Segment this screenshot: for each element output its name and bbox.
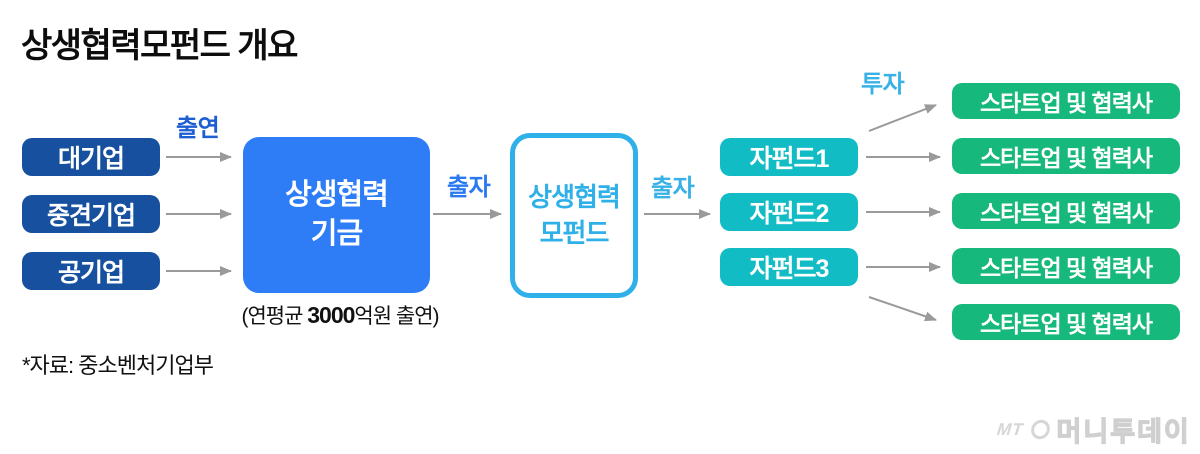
- label-investment-left: 출자: [447, 174, 491, 201]
- mother-fund-box: 상생협력 모펀드: [510, 133, 638, 298]
- sub-fund-box-1: 자펀드1: [720, 138, 858, 176]
- target-box-1: 스타트업 및 협력사: [952, 83, 1180, 119]
- fund-caption: (연평균 3000억원 출연): [228, 300, 452, 330]
- target-box-4: 스타트업 및 협력사: [952, 248, 1180, 284]
- label-invest: 투자: [861, 71, 905, 98]
- sub-fund-box-3: 자펀드3: [720, 248, 858, 286]
- arrow-subfund1-to-target1: [868, 104, 937, 132]
- mother-fund-line2: 모펀드: [539, 217, 610, 248]
- label-contribution: 출연: [176, 115, 220, 142]
- source-note: *자료: 중소벤처기업부: [22, 353, 214, 378]
- source-box-large-company: 대기업: [22, 138, 160, 176]
- mother-fund-line1: 상생협력: [528, 182, 621, 213]
- logo-name-text: 머니투데이: [1056, 416, 1191, 447]
- fund-line1: 상생협력: [285, 178, 389, 211]
- source-box-public-company: 공기업: [22, 252, 160, 290]
- fund-line2: 기금: [310, 218, 363, 250]
- label-investment-right: 출자: [651, 175, 695, 202]
- target-box-3: 스타트업 및 협력사: [952, 193, 1180, 229]
- page-title: 상생협력모펀드 개요: [21, 27, 298, 65]
- caption-prefix: (연평균: [241, 305, 308, 328]
- arrow-subfund3-to-target5: [868, 296, 937, 322]
- sub-fund-box-2: 자펀드2: [720, 193, 858, 231]
- moneytoday-logo: MT 머니투데이: [996, 410, 1191, 449]
- target-box-2: 스타트업 및 협력사: [952, 138, 1180, 174]
- logo-mt-text: MT: [996, 419, 1025, 439]
- target-box-5: 스타트업 및 협력사: [952, 304, 1180, 340]
- cooperation-fund-box: 상생협력 기금: [243, 137, 430, 293]
- source-box-midsize-company: 중견기업: [22, 195, 160, 233]
- caption-amount: 3000: [307, 302, 355, 328]
- caption-suffix: 억원 출연): [354, 305, 439, 328]
- logo-circle-icon: [1029, 418, 1051, 441]
